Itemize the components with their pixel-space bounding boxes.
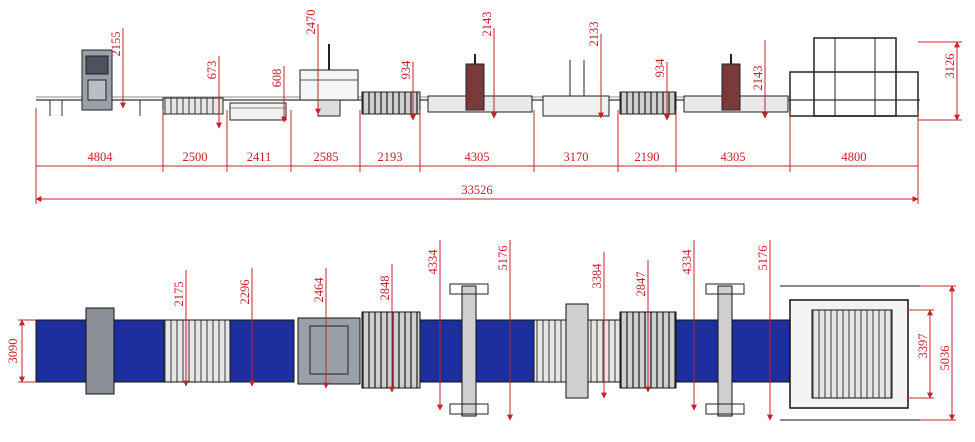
plan-dim-7: 5176 <box>496 246 510 271</box>
length-dim-9: 4305 <box>721 150 746 164</box>
loader-station <box>49 49 141 116</box>
robot-rail-9 <box>717 285 733 417</box>
output-frame-plan <box>780 285 920 421</box>
plan-dim-9: 2847 <box>634 272 648 297</box>
output-frame-station-10 <box>789 37 919 117</box>
plan-dim-6: 4334 <box>426 249 440 275</box>
height-dim-7: 2133 <box>587 22 601 47</box>
elevation-view: 2155 673 608 2470 934 2143 2133 934 2143… <box>35 10 962 204</box>
press-plan-4 <box>297 317 361 385</box>
robot-rail-6 <box>461 285 477 417</box>
height-dim-3: 608 <box>270 69 284 88</box>
height-dim-6: 2143 <box>480 12 494 37</box>
height-dim-5: 934 <box>399 60 413 80</box>
conveyor-station-3 <box>229 102 287 121</box>
plan-dim-11: 5176 <box>756 246 770 271</box>
roller-section-5 <box>361 311 421 389</box>
height-dim-2: 673 <box>205 61 219 80</box>
press-station-4 <box>299 44 359 117</box>
length-dim-7: 3170 <box>564 150 589 164</box>
length-dim-8: 2190 <box>635 150 660 164</box>
length-dim-4: 2585 <box>314 150 339 164</box>
robot-station-6 <box>427 54 533 113</box>
elevation-length-dims: 4804 2500 2411 2585 2193 4305 3170 2190 … <box>35 108 919 204</box>
loader-plan <box>85 307 115 395</box>
robot-station-9 <box>683 54 789 113</box>
plan-dim-5: 2848 <box>378 276 392 301</box>
plan-dim-13: 5036 <box>938 346 952 371</box>
conveyor-station-5 <box>361 91 421 115</box>
plan-dim-3: 2296 <box>238 280 252 305</box>
height-dim-1: 2155 <box>109 32 123 57</box>
height-dim-8: 934 <box>653 58 667 78</box>
length-dim-6: 4305 <box>465 150 490 164</box>
length-dim-5: 2193 <box>378 150 403 164</box>
length-dim-1: 4804 <box>88 150 114 164</box>
plan-view: 3090 2175 2296 2464 2848 4334 5176 3384 … <box>6 240 956 421</box>
elevation-height-dims: 2155 673 608 2470 934 2143 2133 934 2143… <box>109 10 962 129</box>
conveyor-station-7 <box>542 60 610 117</box>
plan-dim-10: 4334 <box>680 249 694 275</box>
conveyor-station-8 <box>619 91 677 115</box>
height-dim-9: 2143 <box>751 66 765 91</box>
plan-dim-8: 3384 <box>590 263 604 289</box>
length-dim-2: 2500 <box>183 150 208 164</box>
plan-dim-2: 2175 <box>172 282 186 307</box>
overall-length-dim: 33526 <box>461 183 492 197</box>
length-dim-10: 4800 <box>842 150 867 164</box>
belt-section-6 <box>419 319 535 383</box>
plan-dim-4: 2464 <box>312 277 326 303</box>
height-dim-4: 2470 <box>304 10 318 35</box>
roller-section-2 <box>163 319 231 383</box>
plan-dim-12: 3397 <box>916 334 930 359</box>
belt-section-9 <box>675 319 791 383</box>
height-dim-10: 3126 <box>943 54 957 79</box>
length-dim-3: 2411 <box>247 150 272 164</box>
plan-dim-1: 3090 <box>6 339 20 364</box>
conveyor-station-2 <box>162 97 224 115</box>
belt-section-3 <box>229 319 295 383</box>
